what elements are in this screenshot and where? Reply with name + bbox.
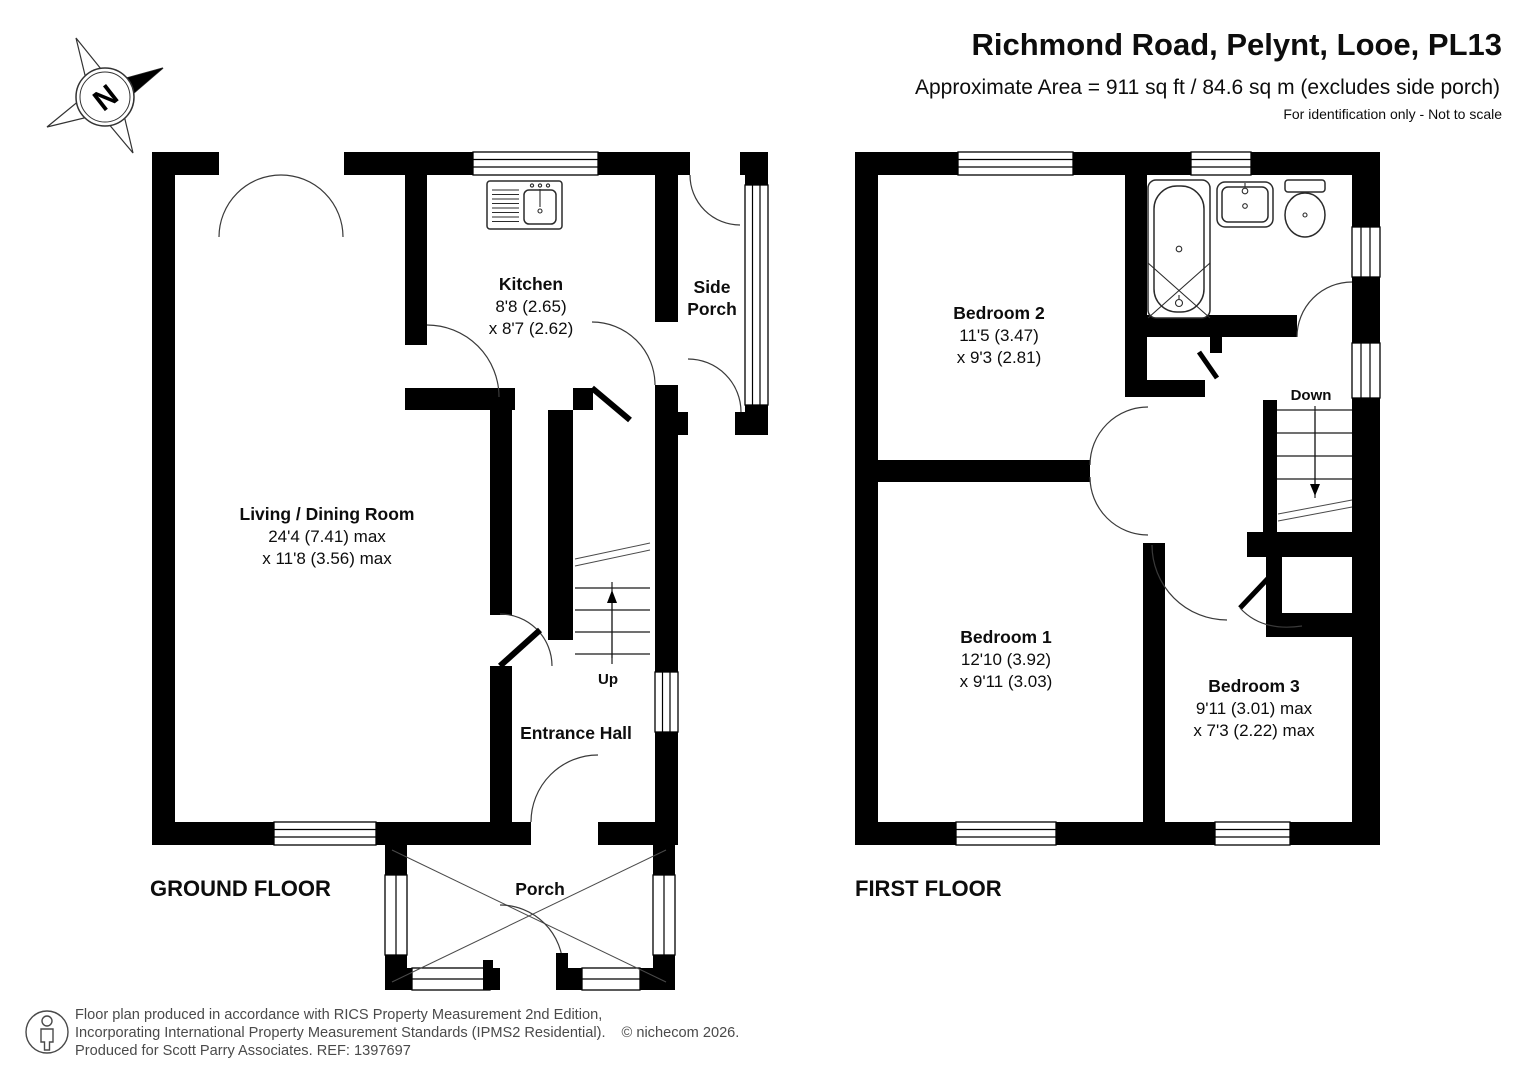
right-wall-window-upper (1351, 226, 1381, 278)
footer-copyright: © nichecom 2026. (622, 1025, 740, 1041)
bedroom2-window (957, 151, 1074, 176)
cupboard-door-leaf (1196, 350, 1220, 380)
bath-icon (1147, 179, 1211, 319)
side-porch-name-line2: Porch (687, 299, 737, 319)
footer-line2-text: Incorporating International Property Mea… (75, 1025, 606, 1041)
bedroom1-dim2: x 9'11 (3.03) (960, 672, 1053, 691)
person-icon (25, 1010, 69, 1054)
footer-line3: Produced for Scott Parry Associates. REF… (75, 1043, 411, 1059)
toilet-icon (1284, 179, 1326, 238)
bedroom1-name: Bedroom 1 (960, 627, 1052, 647)
porch-door-stub2 (483, 960, 493, 990)
living-room-door-leaf (497, 627, 543, 669)
side-porch-top-door-arc (689, 174, 741, 226)
kitchen-window (472, 151, 599, 176)
stairs-down-icon (1277, 406, 1353, 522)
header: Richmond Road, Pelynt, Looe, PL13 Approx… (915, 27, 1502, 122)
porch-window-left (384, 874, 408, 956)
porch-name: Porch (515, 879, 565, 899)
bedroom3-door-leaf (1238, 570, 1276, 610)
side-porch-name-line1: Side (694, 277, 731, 297)
basin-icon (1216, 181, 1274, 228)
kitchen-door-arc (426, 324, 500, 398)
stairs-down-label: Down (1291, 387, 1332, 404)
porch-window-bottom-right (581, 967, 641, 991)
ground-floor-label: GROUND FLOOR (150, 876, 331, 901)
bedroom3-dim2: x 7'3 (2.22) max (1193, 721, 1315, 740)
bedroom1-door-arc (1151, 544, 1228, 621)
patio-door-arc-left (218, 174, 282, 238)
stairs-up-label: Up (598, 671, 618, 688)
kitchen-sink-icon (486, 180, 563, 230)
kitchen-dim2: x 8'7 (2.62) (489, 319, 574, 338)
landing-arc (1089, 476, 1149, 536)
kitchen-name: Kitchen (499, 274, 563, 294)
bedroom2-name: Bedroom 2 (953, 303, 1045, 323)
living-room-dim1: 24'4 (7.41) max (268, 527, 386, 546)
side-porch-bottom-door-arc (687, 358, 742, 413)
first-floor-windows (955, 151, 1381, 846)
ground-floor-walls (152, 152, 768, 845)
bedroom3-door-arc (1239, 607, 1303, 628)
entrance-hall-window (654, 671, 679, 733)
footer-line1: Floor plan produced in accordance with R… (75, 1007, 602, 1023)
entrance-hall-name: Entrance Hall (520, 723, 632, 743)
front-door-arc (530, 754, 599, 823)
right-wall-window-lower (1351, 342, 1381, 399)
first-floor-plan: Down Bedroom 2 11'5 (3.47) x 9'3 (2.81) … (855, 151, 1381, 901)
bedroom3-dim1: 9'11 (3.01) max (1196, 699, 1313, 718)
porch-window-bottom-left (411, 967, 491, 991)
scale-note: For identification only - Not to scale (1283, 106, 1502, 122)
bedroom2-door-arc (1089, 406, 1149, 466)
area-subtitle: Approximate Area = 911 sq ft / 84.6 sq m… (915, 76, 1500, 99)
kitchen-sideporch-door-arc (591, 321, 656, 386)
first-floor-doors (1089, 281, 1353, 628)
bedroom2-dim1: 11'5 (3.47) (959, 326, 1038, 345)
hall-sideporch-door-leaf (590, 385, 632, 423)
first-floor-label: FIRST FLOOR (855, 876, 1002, 901)
ground-floor-plan: Up (150, 151, 769, 991)
ground-floor-windows (273, 151, 769, 846)
stairs-up-icon (574, 542, 651, 664)
side-porch-window (744, 184, 769, 406)
porch-window-right (652, 874, 676, 956)
bedroom1-window (955, 821, 1057, 846)
kitchen-dim1: 8'8 (2.65) (495, 297, 566, 316)
page-title: Richmond Road, Pelynt, Looe, PL13 (971, 27, 1502, 62)
living-room-dim2: x 11'8 (3.56) max (262, 549, 392, 568)
bedroom3-name: Bedroom 3 (1208, 676, 1300, 696)
compass-icon: N (46, 37, 164, 154)
porch-glazing-cross (391, 849, 667, 983)
bathroom-window (1190, 151, 1252, 176)
living-room-window (273, 821, 377, 846)
porch-door-stub (556, 953, 568, 990)
bathroom-door-arc (1296, 281, 1353, 338)
porch-structure (384, 845, 676, 991)
ground-floor-openings (219, 152, 740, 845)
first-floor-walls (855, 152, 1380, 845)
footer: Floor plan produced in accordance with R… (25, 1007, 739, 1059)
footer-line2: Incorporating International Property Mea… (75, 1025, 739, 1041)
bedroom3-window (1214, 821, 1291, 846)
living-room-name: Living / Dining Room (240, 504, 415, 524)
bedroom1-dim1: 12'10 (3.92) (961, 650, 1051, 669)
ground-floor-doors (218, 174, 742, 823)
patio-door-arc-right (280, 174, 344, 238)
bedroom2-dim2: x 9'3 (2.81) (957, 348, 1042, 367)
